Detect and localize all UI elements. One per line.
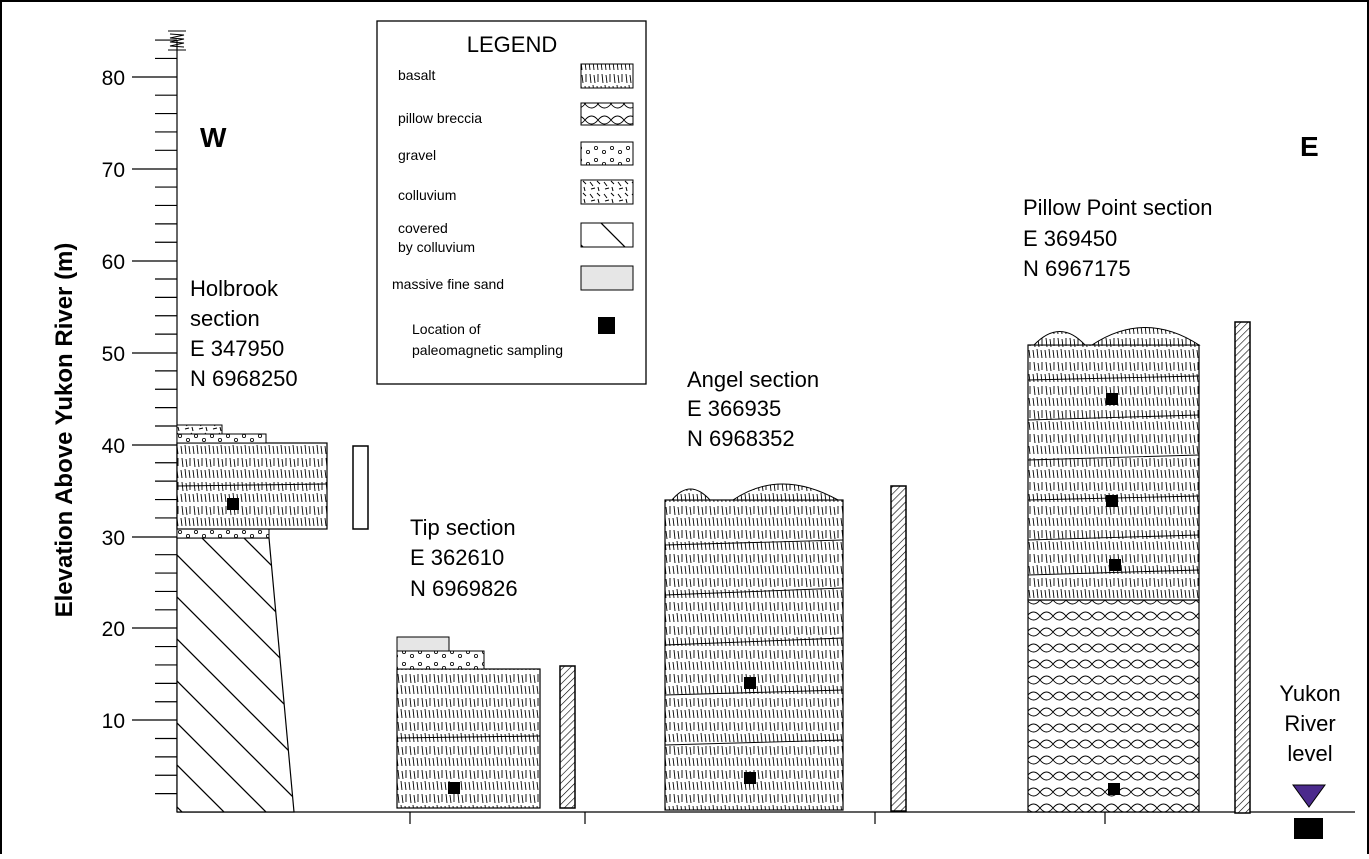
holbrook-label: section <box>190 306 260 331</box>
covered-layer <box>176 537 295 813</box>
east-label: E <box>1300 131 1319 162</box>
y-tick-label: 70 <box>102 159 125 182</box>
basalt-layer <box>664 499 844 811</box>
river-label: level <box>1287 741 1332 766</box>
baseline <box>177 811 1355 824</box>
tip-easting: E 362610 <box>410 545 504 570</box>
legend-sampling-marker <box>598 317 615 334</box>
tip-column <box>396 636 576 809</box>
y-tick-label: 10 <box>102 710 125 733</box>
y-tick-label: 20 <box>102 618 125 641</box>
sampling-marker <box>1106 495 1118 507</box>
legend-label: Location of <box>412 321 481 337</box>
pillow-point-column <box>1027 321 1251 814</box>
legend-swatch-colluvium <box>580 179 634 205</box>
holbrook-column <box>176 424 369 813</box>
sampling-marker <box>1106 393 1118 405</box>
tip-northing: N 6969826 <box>410 576 518 601</box>
legend-swatch-covered <box>580 222 634 248</box>
y-axis: 80 70 60 50 40 30 20 10 <box>102 30 186 812</box>
legend-label: pillow breccia <box>398 110 482 126</box>
legend-label: paleomagnetic sampling <box>412 342 563 358</box>
angel-column <box>664 483 907 812</box>
basalt-layer <box>396 668 541 809</box>
gravel-layer <box>396 650 485 670</box>
y-tick-label: 50 <box>102 343 125 366</box>
y-tick-label: 30 <box>102 527 125 550</box>
river-level-marker-icon <box>1292 784 1326 808</box>
polarity-bar <box>352 445 369 530</box>
legend-label: massive fine sand <box>392 276 504 292</box>
river-sampling-marker <box>1294 818 1323 839</box>
sampling-marker <box>744 677 756 689</box>
holbrook-northing: N 6968250 <box>190 366 298 391</box>
colluvium-layer <box>176 424 223 435</box>
legend-label: covered <box>398 220 448 236</box>
pillow-point-easting: E 369450 <box>1023 226 1117 251</box>
river-label: River <box>1284 711 1335 736</box>
holbrook-label: Holbrook <box>190 276 279 301</box>
breccia-layer <box>1027 599 1200 813</box>
legend-label: colluvium <box>398 187 456 203</box>
legend-swatch-sand <box>580 265 634 291</box>
tip-label: Tip section <box>410 515 516 540</box>
y-axis-label: Elevation Above Yukon River (m) <box>51 243 78 618</box>
legend-swatch-gravel <box>580 141 634 166</box>
gravel-layer <box>176 528 270 539</box>
basalt-layer <box>1027 344 1200 601</box>
angel-northing: N 6968352 <box>687 426 795 451</box>
polarity-bar <box>890 485 907 812</box>
holbrook-easting: E 347950 <box>190 336 284 361</box>
angel-label: Angel section <box>687 367 819 392</box>
y-tick-label: 60 <box>102 251 125 274</box>
legend-swatch-basalt <box>580 63 634 89</box>
sampling-marker <box>448 782 460 794</box>
polarity-bar <box>559 665 576 809</box>
gravel-layer <box>176 433 267 444</box>
west-label: W <box>200 122 227 153</box>
legend-label: basalt <box>398 67 435 83</box>
river-label: Yukon <box>1279 681 1340 706</box>
pillow-point-northing: N 6967175 <box>1023 256 1131 281</box>
angel-easting: E 366935 <box>687 396 781 421</box>
pillow-point-label: Pillow Point section <box>1023 195 1213 220</box>
sampling-marker <box>227 498 239 510</box>
legend-swatch-breccia <box>580 102 634 126</box>
sampling-marker <box>1108 783 1120 795</box>
y-tick-label: 80 <box>102 67 125 90</box>
y-tick-label: 40 <box>102 435 125 458</box>
sand-layer <box>396 636 450 652</box>
sampling-marker <box>744 772 756 784</box>
sampling-marker <box>1109 559 1121 571</box>
legend-label: gravel <box>398 147 436 163</box>
legend-title: LEGEND <box>467 32 557 57</box>
polarity-bar <box>1234 321 1251 814</box>
legend-label: by colluvium <box>398 239 475 255</box>
legend: LEGEND basalt pillow breccia gravel coll… <box>376 20 647 385</box>
